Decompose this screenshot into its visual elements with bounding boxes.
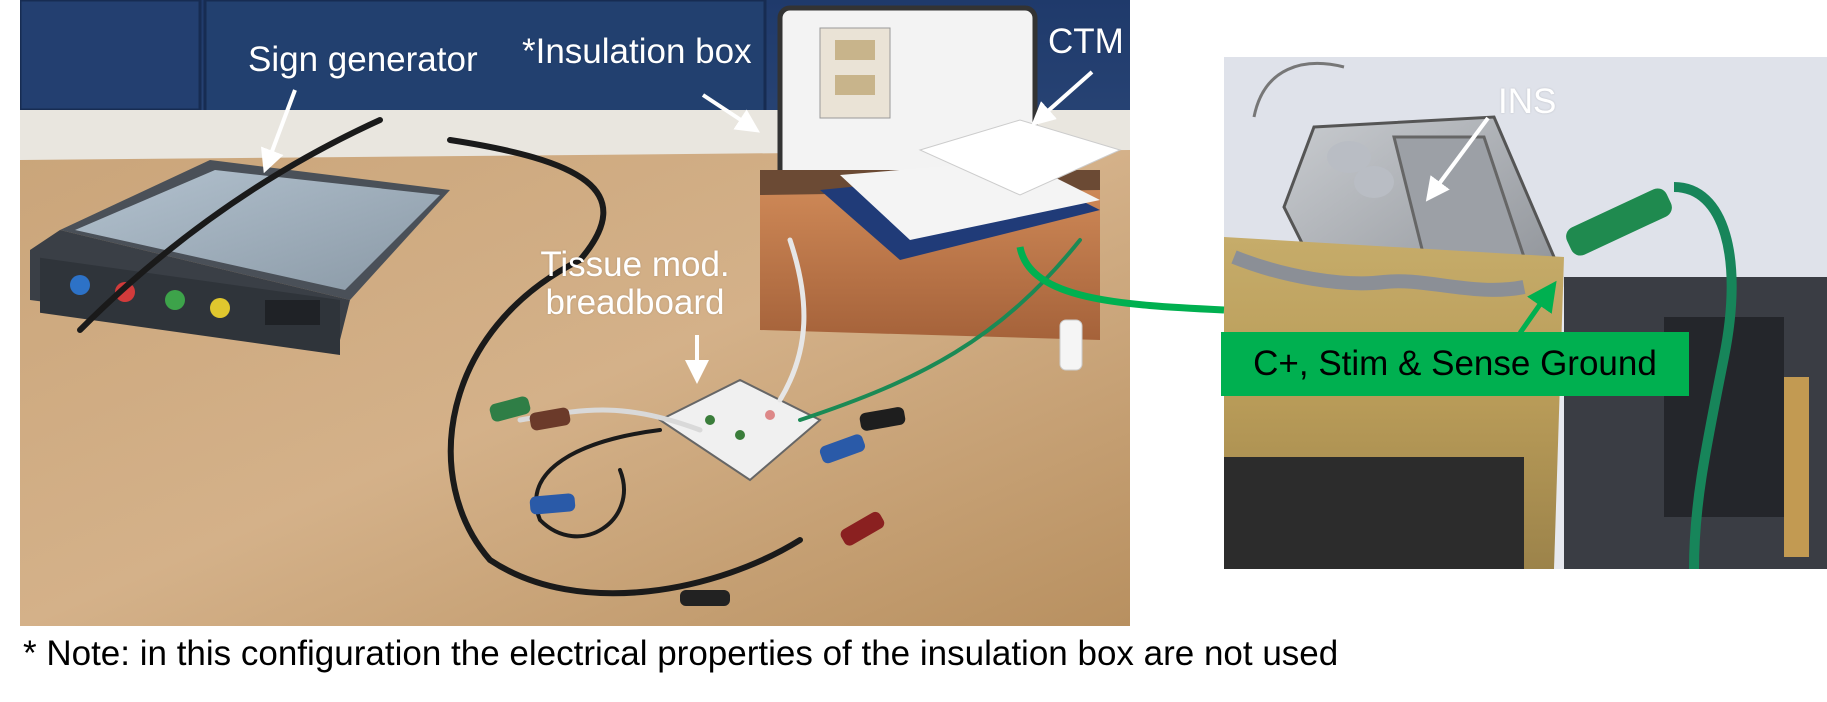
- ins-closeup-photo: [1224, 57, 1827, 569]
- tissue-mod-label-line2: breadboard: [545, 283, 725, 322]
- ins-arrow: [1425, 116, 1490, 202]
- tissue-mod-label-line1: Tissue mod.: [540, 245, 730, 284]
- ctm-device: [820, 119, 1122, 260]
- footnote: * Note: in this configuration the electr…: [23, 634, 1339, 673]
- ctm-label: CTM: [1048, 22, 1124, 61]
- ground-connector-line: [1016, 246, 1225, 314]
- ctm-arrow: [1031, 70, 1094, 126]
- insulation-box-label: *Insulation box: [522, 32, 752, 71]
- ground-callout-arrow: [1517, 280, 1557, 335]
- lab-setup-illustration: [20, 0, 1130, 626]
- ground-callout: C+, Stim & Sense Ground: [1221, 332, 1689, 396]
- bottle: [1059, 319, 1083, 371]
- signal-generator-device: [30, 160, 450, 355]
- green-ground-clip: [1566, 182, 1737, 569]
- insulation-box-arrow: [701, 93, 761, 133]
- cables: [77, 117, 1082, 597]
- ins-label: INS: [1498, 82, 1557, 121]
- sign-generator-label: Sign generator: [248, 40, 478, 79]
- breadboard-device: [658, 378, 822, 482]
- lab-setup-photo: [20, 0, 1130, 626]
- ins-closeup-illustration: [1224, 57, 1827, 569]
- test-clips: [489, 396, 906, 606]
- tissue-mod-breadboard-label: Tissue mod. breadboard: [525, 246, 745, 322]
- sign-generator-arrow: [260, 89, 297, 174]
